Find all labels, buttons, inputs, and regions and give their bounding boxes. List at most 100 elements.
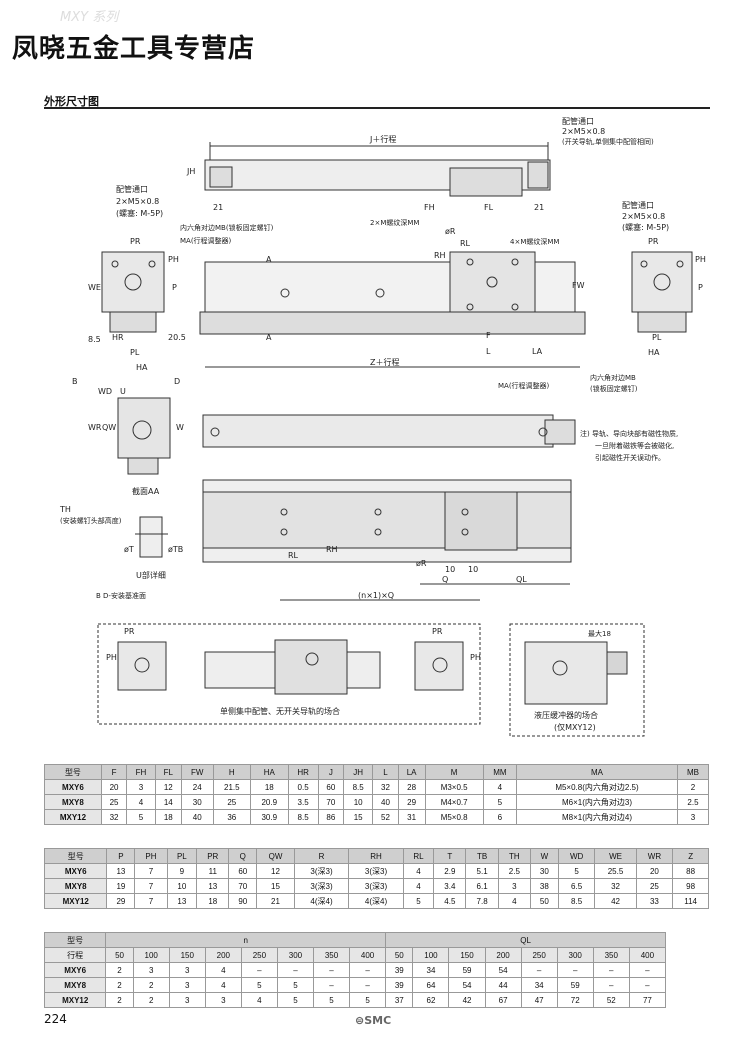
table-cell: 3.5 <box>287 794 319 810</box>
stroke-header: 250 <box>520 947 558 963</box>
table-cell: 29 <box>397 794 426 810</box>
table-cell: 9 <box>166 863 198 879</box>
drawing-label: WD <box>98 387 112 396</box>
drawing-label: (锁板固定螺钉) <box>590 384 638 393</box>
model-cell: MXY6 <box>44 779 102 795</box>
table-cell: 8.5 <box>557 893 596 909</box>
table-cell: 5 <box>557 863 596 879</box>
drawing-label: øTB <box>168 545 183 554</box>
table-cell: 7 <box>134 863 168 879</box>
drawing-label: Z＋行程 <box>370 357 399 367</box>
column-header: RH <box>348 848 404 864</box>
column-header: 型号 <box>44 764 102 780</box>
stroke-header: 250 <box>240 947 278 963</box>
table-cell: 25.5 <box>594 863 637 879</box>
drawing-label: Q <box>442 575 448 584</box>
drawing-label: 20.5 <box>168 333 186 342</box>
table-cell: 4 <box>126 794 156 810</box>
smc-logo: ⊜SMC <box>355 1014 392 1027</box>
table-cell: 2.5 <box>676 794 710 810</box>
table-cell: 10 <box>166 878 198 894</box>
table-cell: 10 <box>342 794 374 810</box>
drawing-label: U <box>120 387 126 396</box>
drawing-label: 最大18 <box>588 629 611 638</box>
drawing-label: 2×M5×0.8 <box>116 197 159 206</box>
table-cell: 25 <box>100 794 128 810</box>
column-header: MB <box>676 764 710 780</box>
table-cell: 77 <box>628 992 667 1008</box>
table-cell: M5×0.8 <box>424 809 484 825</box>
column-header: WD <box>557 848 596 864</box>
drawing-label: FL <box>484 203 494 212</box>
table-cell: 59 <box>556 977 594 993</box>
table-cell: 3 <box>676 809 710 825</box>
table-cell: 8.5 <box>287 809 319 825</box>
table-cell: 114 <box>672 893 709 909</box>
table-cell: – <box>276 962 314 978</box>
stroke-header: 300 <box>276 947 314 963</box>
drawing-label: 8.5 <box>88 335 101 344</box>
table-cell: – <box>240 962 278 978</box>
table-cell: 13 <box>196 878 230 894</box>
table-cell: 5 <box>240 977 278 993</box>
table-cell: 34 <box>412 962 450 978</box>
drawing-label: (安装螺钉头部高度) <box>60 516 122 525</box>
col-model: 型号 <box>43 932 107 948</box>
drawing-label: øR <box>445 227 456 236</box>
model-cell: MXY8 <box>43 977 107 993</box>
model-cell: MXY12 <box>43 992 107 1008</box>
drawing-label: 内六角对边MB(锁板固定螺钉) <box>180 223 274 232</box>
table-cell: 2 <box>132 992 170 1008</box>
table-cell: 4 <box>482 779 518 795</box>
column-header: W <box>529 848 559 864</box>
table-cell: – <box>628 977 667 993</box>
table-cell: 3 <box>168 992 206 1008</box>
stroke-header: 200 <box>204 947 242 963</box>
drawing-label: HR <box>112 333 124 342</box>
table-cell: 20.9 <box>250 794 289 810</box>
drawing-label: 注) 导轨、导向块部有磁性物质, <box>580 429 678 438</box>
table-cell: 3(深3) <box>348 863 404 879</box>
table-cell: 52 <box>592 992 630 1008</box>
table-cell: 3 <box>204 992 242 1008</box>
column-header: TB <box>465 848 499 864</box>
table-cell: 38 <box>529 878 559 894</box>
drawing-label: MA(行程调整器) <box>498 381 550 390</box>
table-cell: 2 <box>132 977 170 993</box>
drawing-label: 2×M5×0.8 <box>562 127 605 136</box>
stroke-header: 50 <box>385 947 414 963</box>
table-cell: 30 <box>180 794 214 810</box>
table-cell: 13 <box>106 863 136 879</box>
table-cell: 12 <box>154 779 182 795</box>
drawing-label: 配管通口 <box>562 116 594 126</box>
drawing-label: PR <box>432 627 443 636</box>
drawing-label: 10 <box>445 565 455 574</box>
drawing-label: (螺塞: M-5P) <box>116 208 163 218</box>
table-cell: – <box>592 977 630 993</box>
drawing-label: J＋行程 <box>369 134 396 144</box>
table-cell: 18 <box>250 779 289 795</box>
column-header: 型号 <box>43 848 108 864</box>
column-header: PR <box>196 848 230 864</box>
table-cell: 21 <box>256 893 295 909</box>
table-cell: 5.1 <box>465 863 499 879</box>
drawing-label: PR <box>130 237 141 246</box>
table-cell: 25 <box>635 878 674 894</box>
stroke-header: 400 <box>628 947 667 963</box>
stroke-header: 350 <box>592 947 630 963</box>
drawing-label: øT <box>124 545 134 554</box>
drawing-label: RL <box>460 239 471 248</box>
table-cell: 54 <box>484 962 522 978</box>
table-cell: 47 <box>520 992 558 1008</box>
drawing-label: 4×M螺纹深MM <box>510 237 559 246</box>
table-cell: 7 <box>134 878 168 894</box>
table-cell: 2 <box>105 992 134 1008</box>
table-cell: 2 <box>105 977 134 993</box>
column-header: PH <box>134 848 168 864</box>
stroke-header: 150 <box>168 947 206 963</box>
table-cell: 4.5 <box>433 893 467 909</box>
column-header: Q <box>228 848 258 864</box>
